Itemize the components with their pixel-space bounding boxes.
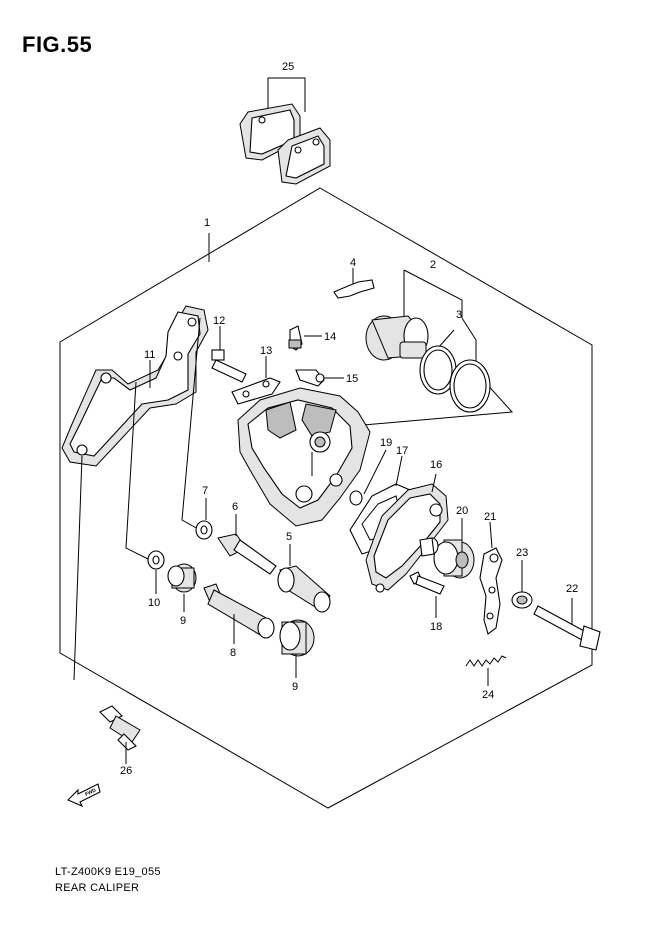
caliper-piston bbox=[365, 315, 429, 361]
adjuster-screw bbox=[533, 605, 601, 651]
parking-brake-lever bbox=[479, 547, 503, 635]
lock-nut bbox=[511, 591, 533, 609]
fwd-label: FWD bbox=[84, 787, 97, 797]
callout-22: 22 bbox=[566, 583, 578, 595]
callout-5: 5 bbox=[286, 531, 292, 543]
pin-boot-small bbox=[167, 563, 197, 593]
callout-11: 11 bbox=[144, 349, 155, 361]
forward-arrow-icon: FWD bbox=[67, 783, 101, 808]
callout-13: 13 bbox=[260, 345, 272, 357]
callout-24: 24 bbox=[482, 689, 494, 701]
case-bolt bbox=[409, 571, 445, 595]
slide-pin-lower bbox=[203, 583, 275, 639]
callout-17: 17 bbox=[396, 445, 408, 457]
callout-10: 10 bbox=[148, 597, 160, 609]
caliper-bolt bbox=[211, 349, 247, 383]
slide-pin-upper bbox=[217, 533, 277, 575]
caliper-bracket bbox=[61, 305, 209, 467]
callout-9b: 9 bbox=[292, 681, 298, 693]
callout-1: 1 bbox=[204, 217, 210, 229]
bleeder-valve bbox=[288, 325, 303, 351]
brake-pad-set bbox=[239, 103, 331, 185]
piston-seals bbox=[419, 345, 491, 413]
assembly-boundary bbox=[59, 187, 593, 809]
callout-2: 2 bbox=[430, 259, 436, 271]
figure-title: FIG.55 bbox=[22, 32, 93, 57]
callout-14: 14 bbox=[324, 331, 336, 343]
callout-12: 12 bbox=[213, 315, 225, 327]
callout-20: 20 bbox=[456, 505, 468, 517]
callout-21: 21 bbox=[484, 511, 496, 523]
callout-16: 16 bbox=[430, 459, 442, 471]
callout-26: 26 bbox=[120, 765, 132, 777]
callout-23: 23 bbox=[516, 547, 528, 559]
callout-25: 25 bbox=[282, 61, 294, 73]
bracket-bolt bbox=[99, 705, 141, 751]
callout-6: 6 bbox=[232, 501, 238, 513]
pin-boot-large bbox=[279, 619, 315, 657]
figure-code: LT-Z400K9 E19_055 bbox=[55, 866, 161, 878]
callout-19: 19 bbox=[380, 437, 392, 449]
callout-4: 4 bbox=[350, 257, 356, 269]
adjuster-bolt bbox=[419, 537, 439, 557]
callout-7: 7 bbox=[202, 485, 208, 497]
parking-brake-case bbox=[365, 483, 449, 593]
callout-18: 18 bbox=[430, 621, 442, 633]
callout-9a: 9 bbox=[180, 615, 186, 627]
adjuster-bushing bbox=[433, 539, 475, 579]
bolt-lock-plate bbox=[231, 377, 281, 405]
callout-3: 3 bbox=[456, 309, 462, 321]
caliper-body bbox=[237, 387, 371, 527]
o-ring bbox=[349, 490, 363, 506]
callout-15: 15 bbox=[346, 373, 358, 385]
washer-small bbox=[195, 520, 213, 540]
pin-boot bbox=[277, 565, 331, 613]
pad-spring-clip bbox=[333, 279, 375, 299]
washer-lower bbox=[147, 550, 165, 570]
return-spring bbox=[465, 655, 507, 667]
figure-name: REAR CALIPER bbox=[55, 882, 140, 894]
bleeder-cap bbox=[295, 369, 325, 387]
callout-8: 8 bbox=[230, 647, 236, 659]
